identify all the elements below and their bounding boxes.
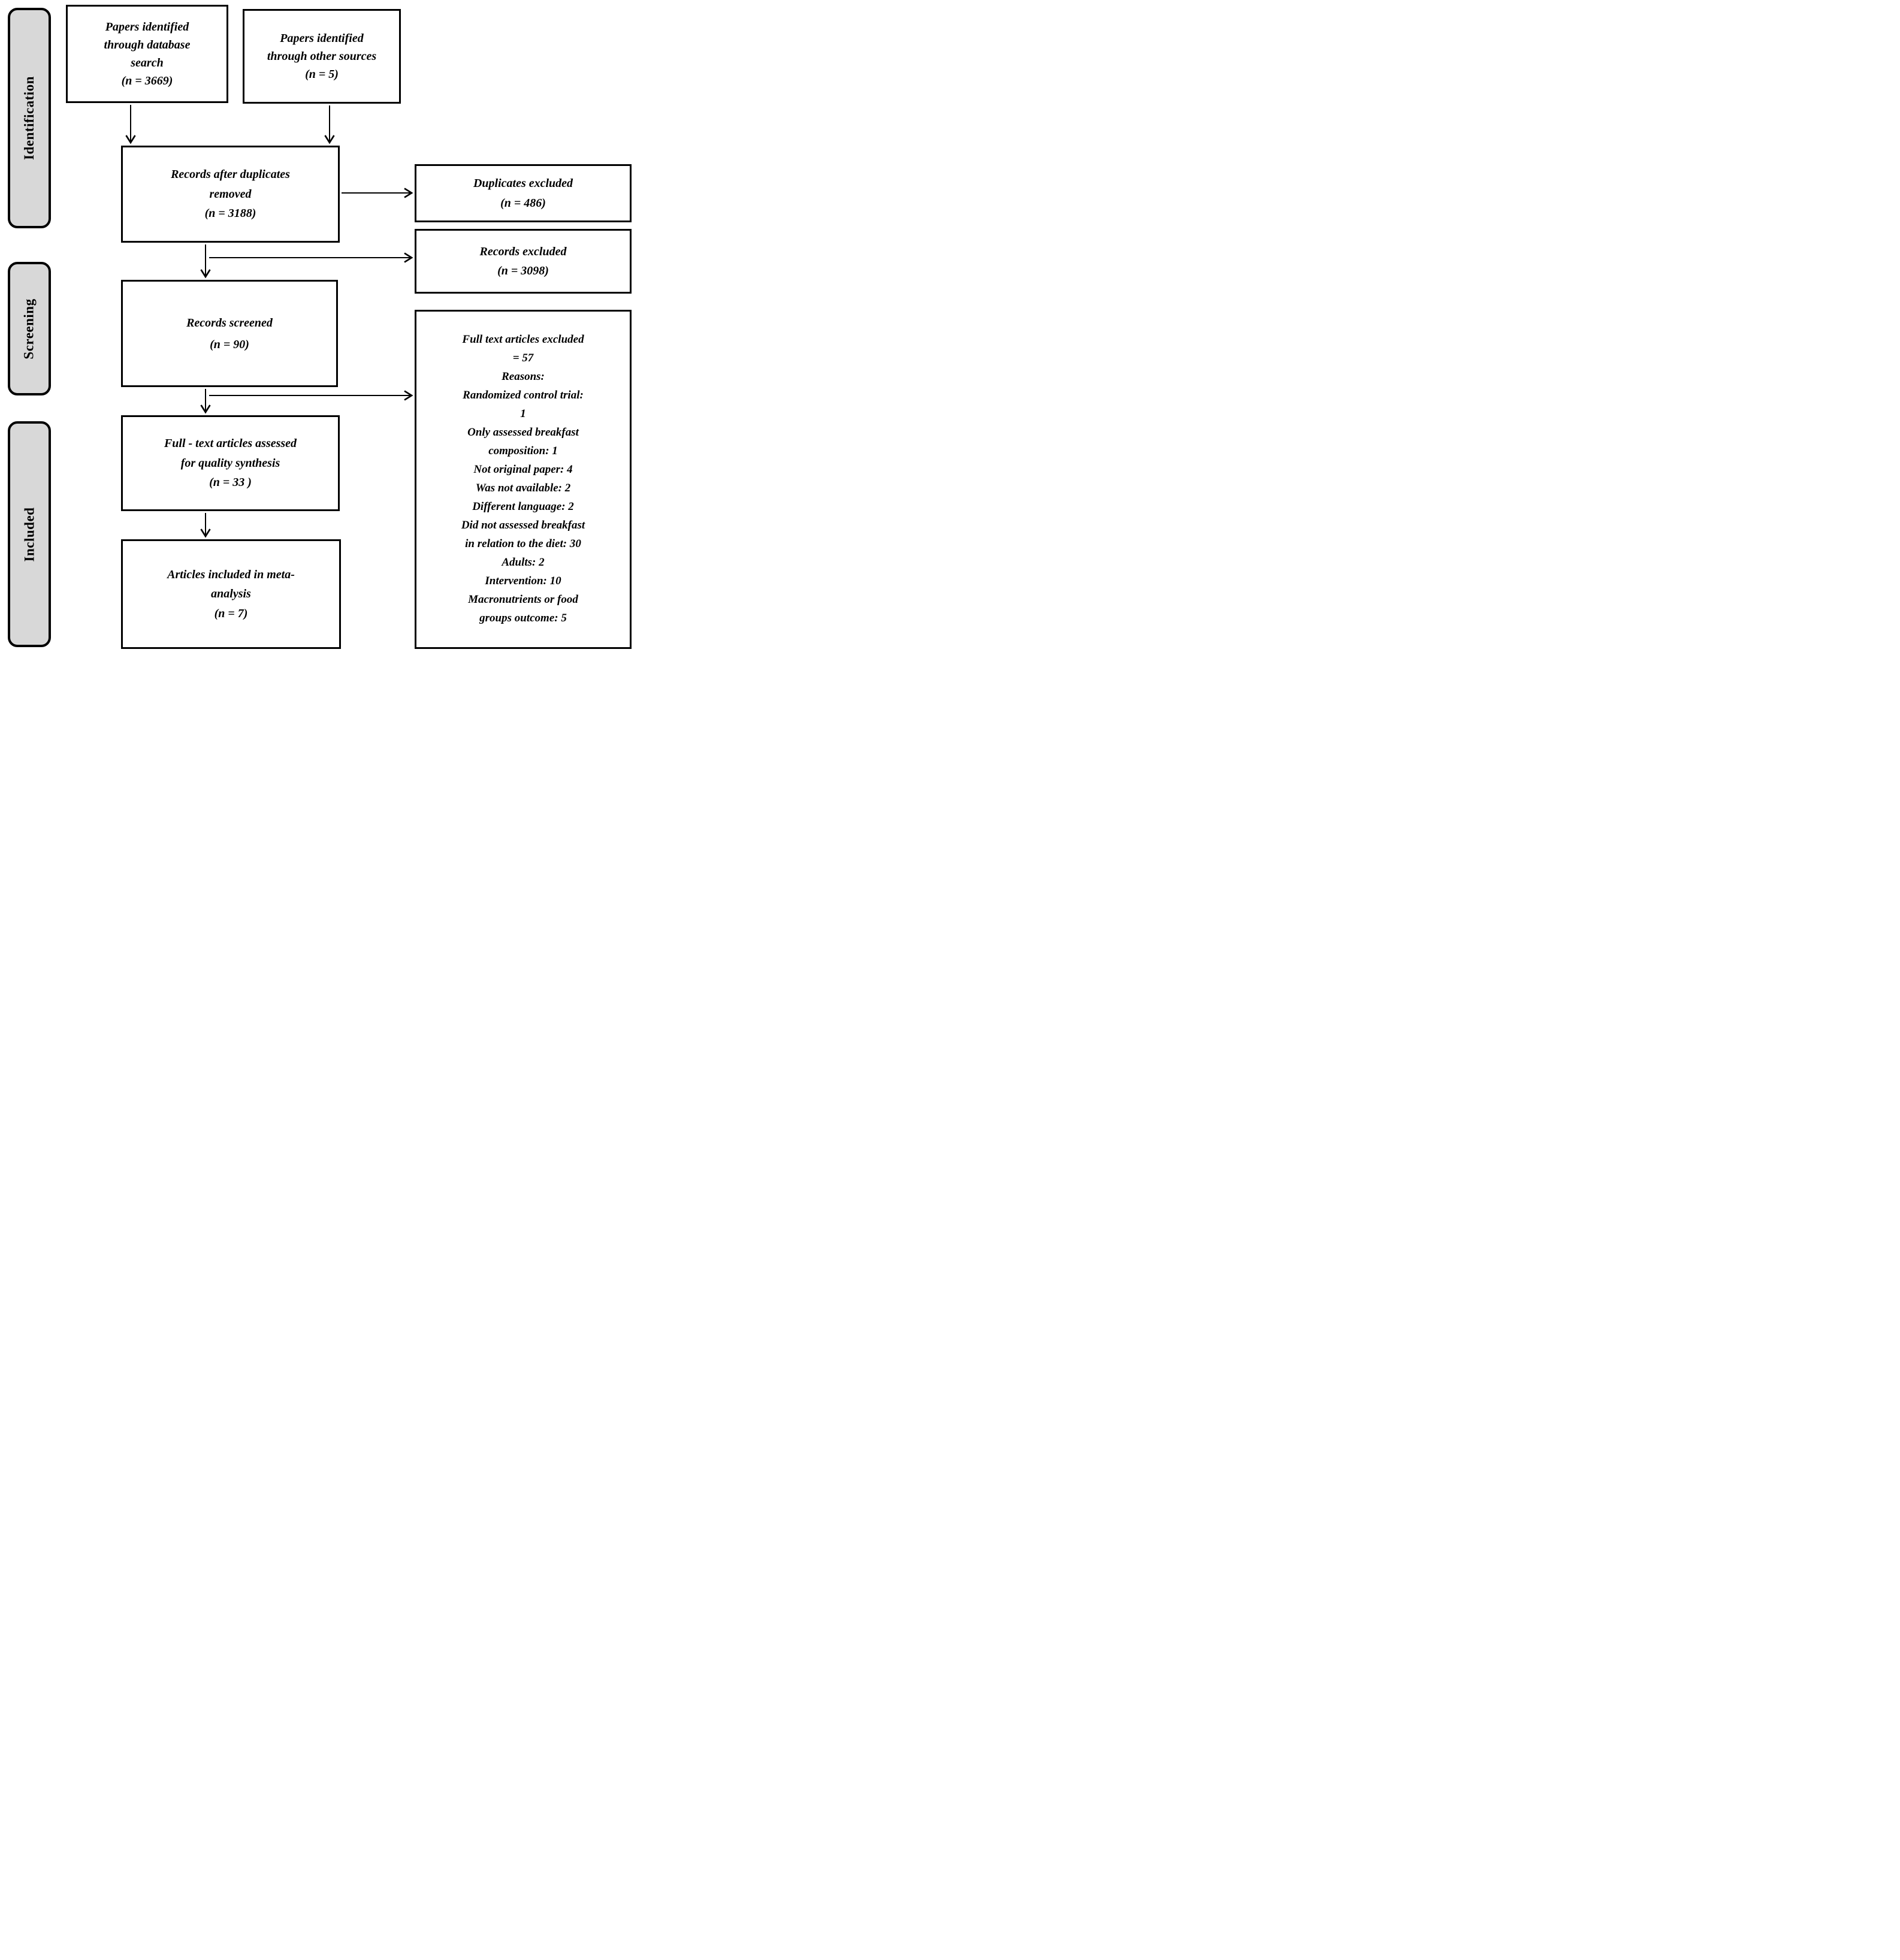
box-papers-identified-other-sources: Papers identified through other sources … <box>243 9 401 104</box>
box-records-after-duplicates-removed: Records after duplicates removed (n = 31… <box>121 146 340 243</box>
box-duplicates-excluded: Duplicates excluded (n = 486) <box>415 164 632 222</box>
stage-included: Included <box>8 421 51 647</box>
stage-identification: Identification <box>8 8 51 228</box>
box-records-screened: Records screened (n = 90) <box>121 280 338 387</box>
box-fulltext-excluded-reasons: Full text articles excluded = 57 Reasons… <box>415 310 632 649</box>
box-fulltext-assessed: Full - text articles assessed for qualit… <box>121 415 340 511</box>
box-articles-included-meta-analysis: Articles included in meta- analysis (n =… <box>121 539 341 649</box>
stage-included-label: Included <box>22 507 37 561</box>
stage-screening-label: Screening <box>22 298 37 360</box>
stage-identification-label: Identification <box>22 76 37 160</box>
prisma-flow-diagram: Identification Screening Included Papers… <box>0 0 633 653</box>
box-papers-identified-database: Papers identified through database searc… <box>66 5 228 103</box>
stage-screening: Screening <box>8 262 51 395</box>
box-records-excluded: Records excluded (n = 3098) <box>415 229 632 294</box>
